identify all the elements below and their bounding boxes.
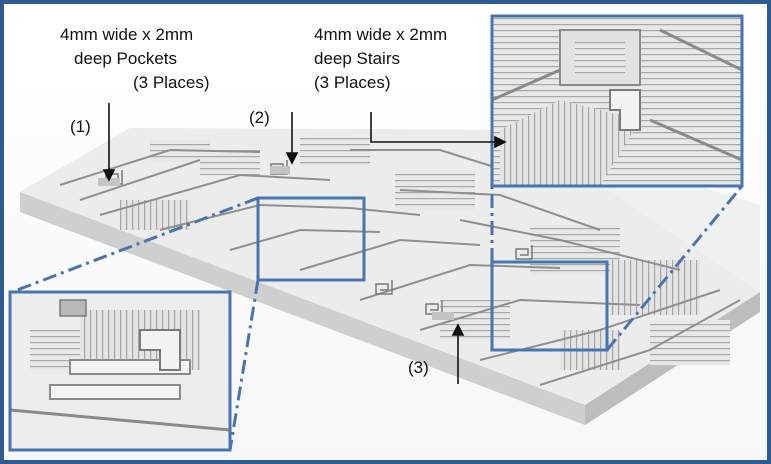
stairs-label-line2: deep Stairs [314, 49, 400, 68]
arrow-3-head [451, 323, 465, 336]
marker-1-label: (1) [70, 117, 91, 136]
pockets-label-line2: deep Pockets [74, 49, 177, 68]
marker-3-label: (3) [408, 358, 429, 377]
inset-stairs-border [490, 14, 744, 188]
stairs-label-line1: 4mm wide x 2mm [314, 25, 447, 44]
inset-pockets-zoom [8, 290, 232, 452]
arrow-stairs-head [494, 135, 507, 149]
marker-2-label: (2) [249, 108, 270, 127]
pockets-label-line1: 4mm wide x 2mm [60, 25, 193, 44]
callout-box-pockets [256, 196, 366, 282]
stairs-label-line3: (3 Places) [314, 73, 391, 92]
pockets-label-line3: (3 Places) [133, 73, 210, 92]
arrow-2-head [285, 152, 299, 165]
annotation-labels: 4mm wide x 2mm deep Pockets (3 Places) 4… [60, 25, 447, 377]
inset-pockets-border [8, 290, 232, 452]
callout-leaders [11, 185, 744, 451]
pockets [98, 166, 454, 320]
tile-front-face [20, 192, 585, 425]
arrow-1-head [102, 169, 116, 182]
callout-box-stairs [490, 260, 609, 352]
pointer-arrows [102, 103, 507, 384]
inset-stairs-zoom [490, 14, 744, 188]
